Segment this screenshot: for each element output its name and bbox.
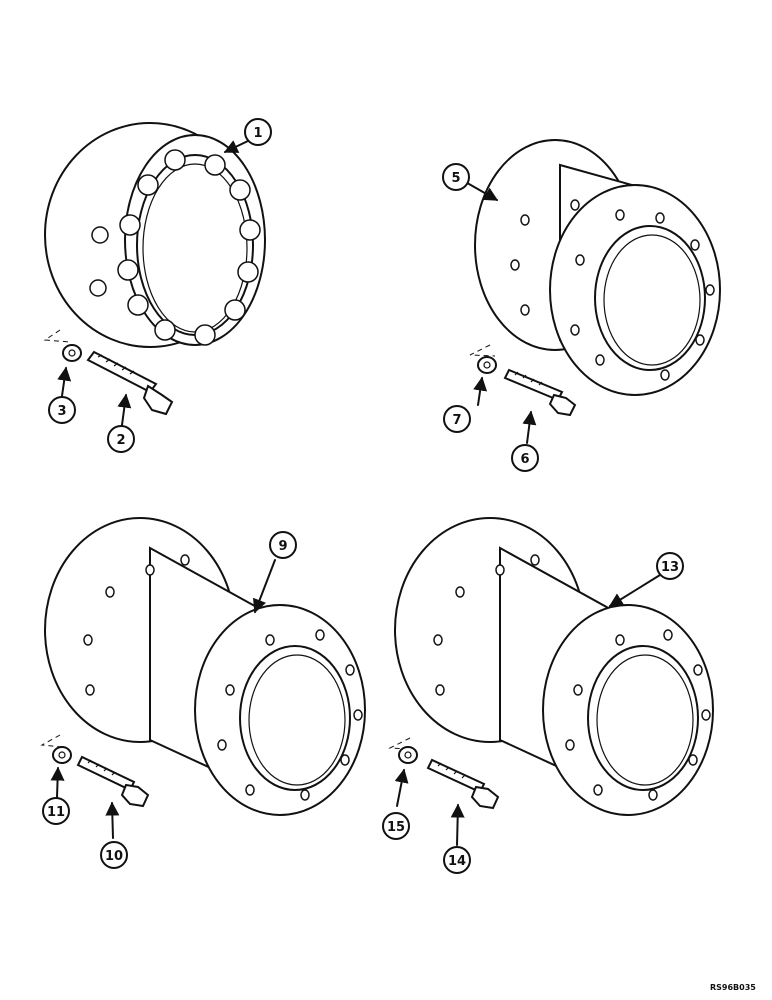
callout-2: 2 xyxy=(107,425,135,453)
part-9-long-spacer xyxy=(44,517,366,816)
svg-text:11: 11 xyxy=(47,805,65,820)
ring-lugs xyxy=(89,149,261,346)
part-13-hardware xyxy=(388,737,500,810)
bolt-2 xyxy=(86,350,158,394)
svg-text:1: 1 xyxy=(253,126,262,141)
svg-text:6: 6 xyxy=(520,452,529,467)
callout-11: 11 xyxy=(42,797,70,825)
svg-text:7: 7 xyxy=(452,413,461,428)
callout-14: 14 xyxy=(443,846,471,874)
callout-6: 6 xyxy=(511,444,539,472)
svg-text:2: 2 xyxy=(116,433,125,448)
reference-code: RS96B035 xyxy=(710,983,756,992)
callout-7: 7 xyxy=(443,405,471,433)
part-5-short-spacer xyxy=(474,139,721,396)
part-5-hardware xyxy=(469,344,577,417)
part-1-hardware xyxy=(43,329,174,416)
bolt-6 xyxy=(503,368,564,402)
svg-text:5: 5 xyxy=(451,171,460,186)
svg-text:10: 10 xyxy=(105,849,123,864)
bolt-14 xyxy=(426,758,486,794)
svg-text:15: 15 xyxy=(387,820,405,835)
washer-11 xyxy=(52,746,72,764)
svg-text:3: 3 xyxy=(57,404,66,419)
callout-9: 9 xyxy=(269,531,297,559)
callout-1: 1 xyxy=(244,118,272,146)
svg-text:9: 9 xyxy=(278,539,287,554)
part-13-bolt-holes xyxy=(433,554,711,801)
svg-text:14: 14 xyxy=(448,854,466,869)
washer-3 xyxy=(62,344,82,362)
callout-10: 10 xyxy=(100,841,128,869)
part-1-ring-hub xyxy=(44,122,266,348)
callout-15: 15 xyxy=(382,812,410,840)
washer-7 xyxy=(477,356,497,374)
part-5-bolt-holes xyxy=(510,199,715,381)
washer-15 xyxy=(398,746,418,764)
callout-5: 5 xyxy=(442,163,470,191)
callout-13: 13 xyxy=(656,552,684,580)
part-9-hardware xyxy=(40,734,150,808)
bolt-10 xyxy=(76,755,136,792)
part-9-bolt-holes xyxy=(83,554,363,801)
part-13-long-spacer xyxy=(394,517,714,816)
callout-3: 3 xyxy=(48,396,76,424)
svg-text:13: 13 xyxy=(661,560,679,575)
